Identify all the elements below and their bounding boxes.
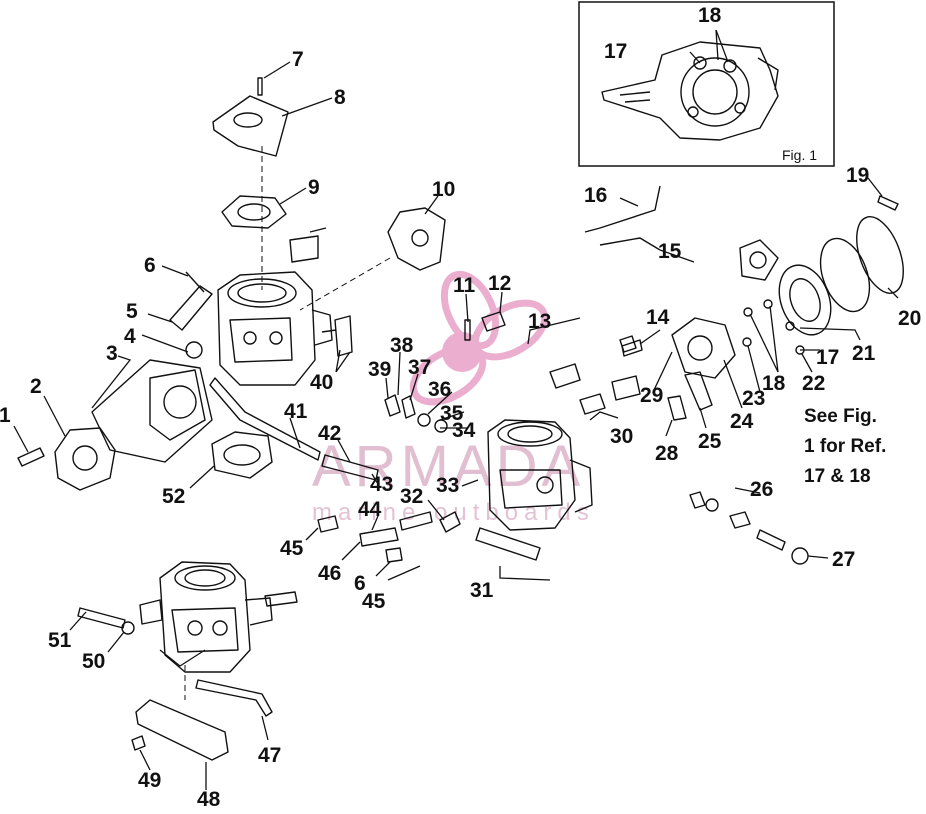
callout-4: 4 <box>124 325 136 348</box>
callout-17-inset: 17 <box>604 40 627 63</box>
callout-35: 35 <box>440 402 464 425</box>
callout-42: 42 <box>318 422 341 445</box>
callout-37: 37 <box>408 356 431 379</box>
callout-45-lower: 45 <box>362 590 386 613</box>
callout-21: 21 <box>852 342 876 365</box>
watermark-tagline: marine outboards <box>312 499 595 526</box>
callout-33: 33 <box>436 474 459 497</box>
callout-2: 2 <box>30 375 42 398</box>
callout-50: 50 <box>82 650 105 673</box>
callout-23: 23 <box>742 387 765 410</box>
callout-3: 3 <box>106 342 118 365</box>
callout-28: 28 <box>655 442 679 465</box>
callout-26: 26 <box>750 478 773 501</box>
callout-38: 38 <box>390 334 414 357</box>
watermark-brand: ARMADA <box>312 434 584 499</box>
reference-note: See Fig. 1 for Ref. 17 & 18 <box>804 406 886 487</box>
callout-numbers: 1 2 3 4 5 6 7 8 9 10 11 12 13 14 15 16 1… <box>0 48 921 811</box>
callout-19: 19 <box>846 164 869 187</box>
callout-16: 16 <box>584 184 607 207</box>
callout-15: 15 <box>658 240 682 263</box>
callout-36: 36 <box>428 378 451 401</box>
lower-carburetor <box>77 561 298 761</box>
callout-34: 34 <box>452 419 476 442</box>
callout-18-inset: 18 <box>698 4 722 27</box>
callout-6-upper: 6 <box>144 254 156 277</box>
callout-20: 20 <box>898 307 921 330</box>
callout-10: 10 <box>432 178 455 201</box>
watermark-logo <box>409 270 549 406</box>
callout-7: 7 <box>292 48 304 71</box>
callout-48: 48 <box>197 788 221 809</box>
callout-45-upper: 45 <box>280 537 304 560</box>
inset-label: Fig. 1 <box>782 147 817 163</box>
callout-43: 43 <box>370 473 393 496</box>
center-carburetor <box>317 311 593 563</box>
callout-41: 41 <box>284 400 308 423</box>
callout-18: 18 <box>762 372 786 395</box>
callout-6-lower: 6 <box>354 572 366 595</box>
callout-51: 51 <box>48 629 72 652</box>
note-line-1: See Fig. <box>804 406 877 427</box>
right-pump-group <box>549 185 904 565</box>
callout-47: 47 <box>258 744 281 767</box>
inset-figure: 17 18 Fig. 1 <box>578 1 835 167</box>
callout-14: 14 <box>646 306 670 329</box>
upper-carburetor <box>169 77 446 386</box>
callout-30: 30 <box>610 425 633 448</box>
callout-29: 29 <box>640 384 663 407</box>
callout-1: 1 <box>0 404 11 427</box>
callout-22: 22 <box>802 372 825 395</box>
watermark: ARMADA marine outboards <box>312 270 595 526</box>
callout-24: 24 <box>730 410 754 433</box>
callout-39: 39 <box>368 358 391 381</box>
callout-32: 32 <box>400 485 423 508</box>
callout-27: 27 <box>832 548 855 571</box>
callout-9: 9 <box>308 176 320 199</box>
callout-52: 52 <box>162 485 185 508</box>
callout-5: 5 <box>126 300 138 323</box>
callout-49: 49 <box>138 769 161 792</box>
left-flange-group <box>17 359 379 491</box>
callout-17: 17 <box>816 346 839 369</box>
callout-12: 12 <box>488 272 511 295</box>
callout-11: 11 <box>453 274 476 297</box>
note-line-3: 17 & 18 <box>804 466 871 487</box>
note-line-2: 1 for Ref. <box>804 436 886 457</box>
callout-46: 46 <box>318 562 341 585</box>
leader-lines <box>13 61 899 790</box>
callout-31: 31 <box>470 579 494 602</box>
callout-25: 25 <box>698 430 722 453</box>
callout-13: 13 <box>528 310 551 333</box>
callout-8: 8 <box>334 86 346 109</box>
callout-44: 44 <box>358 498 382 521</box>
callout-40: 40 <box>310 371 333 394</box>
